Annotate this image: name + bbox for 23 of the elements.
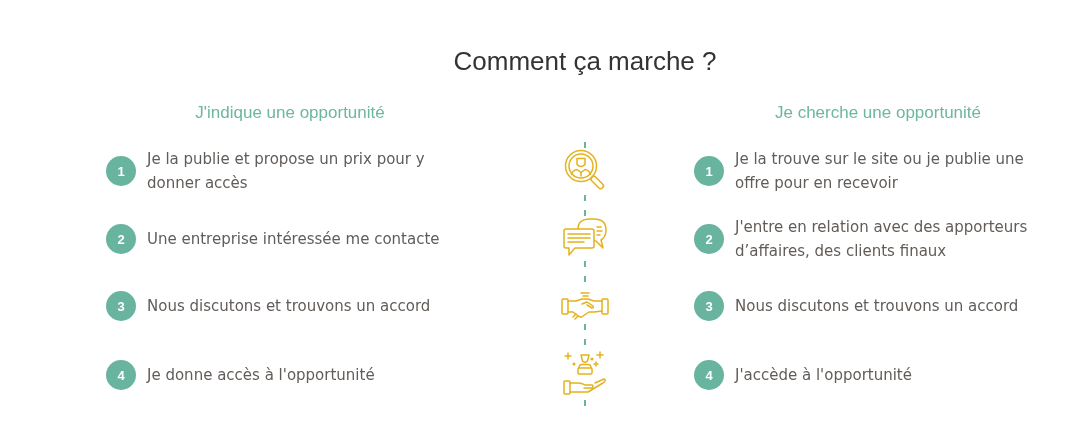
column-heading: J'indique une opportunité [195,103,385,123]
step-text: J'entre en relation avec des apporteurs d’affaires, des clients finaux [735,217,1029,262]
step-number-badge: 4 [694,360,724,390]
handshake-icon [561,290,609,320]
step-text: Je la publie et propose un prix pour y donner accès [147,149,426,194]
step-text: Je la trouve sur le site ou je publie une offre pour en recevoir [735,149,1025,194]
step-number-badge: 4 [106,360,136,390]
person-search-icon [564,149,606,191]
step-text: Je donne accès à l'opportunité [147,365,375,386]
step-number-badge: 2 [106,224,136,254]
step-text: Nous discutons et trouvons un accord [147,296,431,317]
step-text: J'accède à l'opportunité [735,365,912,386]
step-number-badge: 1 [106,156,136,186]
title: Comment ça marche ? [453,46,717,76]
step-number-badge: 3 [694,291,724,321]
speech-bubbles-icon [562,217,608,257]
step-text: Nous discutons et trouvons un accord [735,296,1019,317]
step-number-badge: 2 [694,224,724,254]
step-text: Une entreprise intéressée me contacte [147,229,440,250]
column-heading: Je cherche une opportunité [775,103,981,123]
hand-with-sparkles-icon [562,350,608,396]
step-number-badge: 3 [106,291,136,321]
step-number-badge: 1 [694,156,724,186]
